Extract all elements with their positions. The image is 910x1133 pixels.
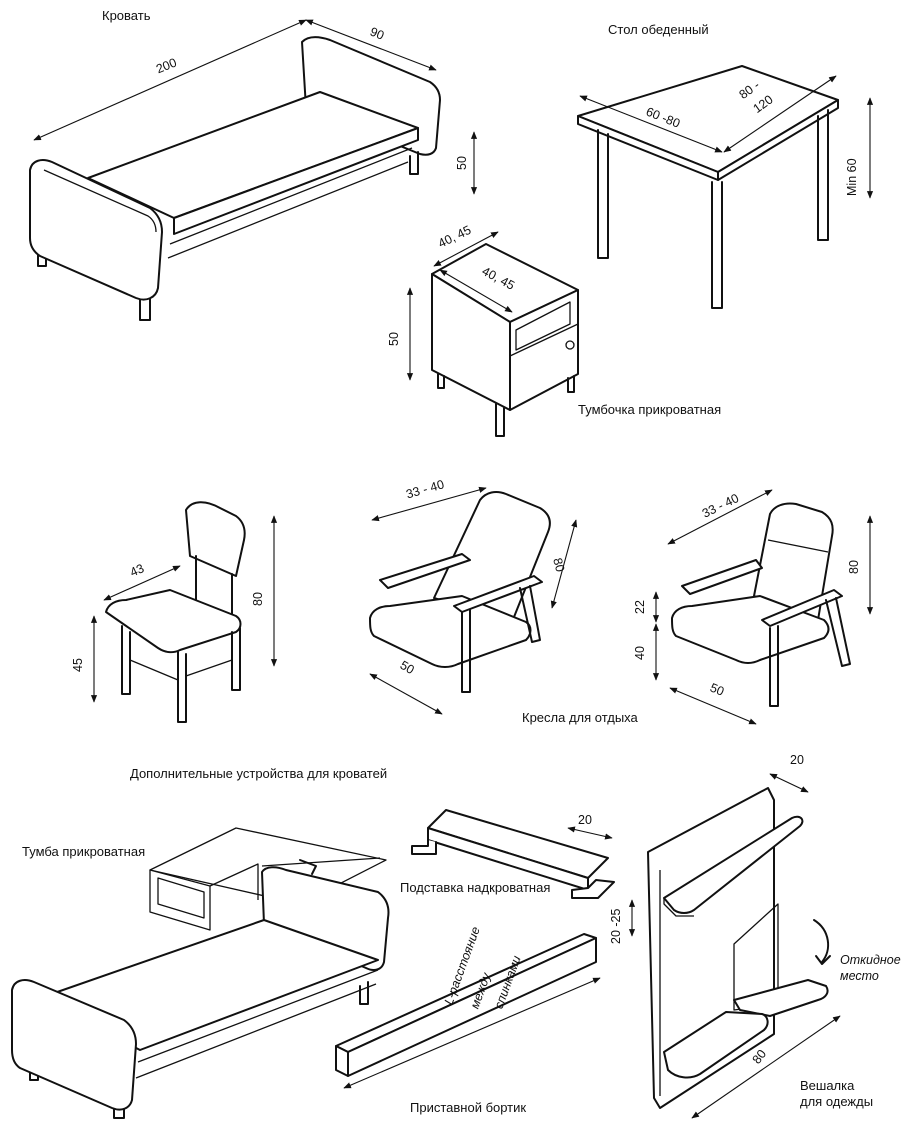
clothes-hanger-drawing: Откидное место 20 80 Вешалка для одежды (647, 753, 901, 1119)
dim-armchair2-seat: 40 (633, 646, 647, 660)
dim-hanger-length: 80 (750, 1047, 770, 1067)
dim-bed-width: 90 (368, 25, 386, 43)
dim-armchair1-width: 33 - 40 (404, 477, 445, 501)
dim-side-board-height: 20 -25 (609, 909, 623, 944)
bed-with-cabinet-drawing: Тумба прикроватная (11, 827, 390, 1119)
label-hanger-1: Вешалка (800, 1078, 855, 1093)
dim-armchair1-height: 80 (550, 556, 567, 573)
label-over-bed-stand: Подставка надкроватная (400, 880, 550, 895)
chair-drawing: 43 45 80 (71, 501, 278, 723)
dim-hanger-shelf: 20 (790, 753, 804, 767)
dim-table-height: Min 60 (845, 158, 859, 196)
dim-stand-width: 40, 45 (436, 223, 473, 251)
armchair-1-drawing: 33 - 40 80 50 (369, 477, 578, 715)
label-table: Стол обеденный (608, 22, 709, 37)
label-bed-cabinet: Тумба прикроватная (22, 844, 145, 859)
dim-chair-height: 80 (251, 592, 265, 606)
dim-bed-height: 50 (455, 156, 469, 170)
label-hanger-2: для одежды (800, 1094, 873, 1109)
label-fold-seat-1: Откидное (840, 953, 901, 967)
dim-armchair2-depth: 50 (708, 681, 726, 699)
dim-armchair2-arm: 22 (633, 600, 647, 614)
armchair-2-drawing: 33 - 40 80 22 40 50 Кресла для отдыха (522, 489, 874, 725)
label-accessories: Дополнительные устройства для кроватей (130, 766, 387, 781)
label-side-board: Приставной бортик (410, 1100, 526, 1115)
dim-stand-height: 50 (387, 332, 401, 346)
bed-drawing: 200 90 50 Кровать (29, 8, 478, 321)
label-fold-seat-2: место (840, 969, 879, 983)
dim-armchair2-height: 80 (847, 560, 861, 574)
label-armchairs: Кресла для отдыха (522, 710, 639, 725)
label-nightstand: Тумбочка прикроватная (578, 402, 721, 417)
dim-over-bed-width: 20 (578, 813, 592, 827)
over-bed-stand-drawing: 20 Подставка надкроватная (400, 809, 615, 899)
label-bed: Кровать (102, 8, 151, 23)
dim-chair-width: 43 (128, 561, 146, 579)
dim-chair-seat-height: 45 (71, 658, 85, 672)
dim-armchair1-depth: 50 (398, 658, 417, 677)
dim-bed-length: 200 (154, 55, 179, 76)
nightstand-drawing: 40, 45 40, 45 50 Тумбочка прикроватная (387, 223, 721, 437)
dining-table-drawing: 60 -80 80 - 120 Min 60 Стол обеденный (577, 22, 874, 309)
